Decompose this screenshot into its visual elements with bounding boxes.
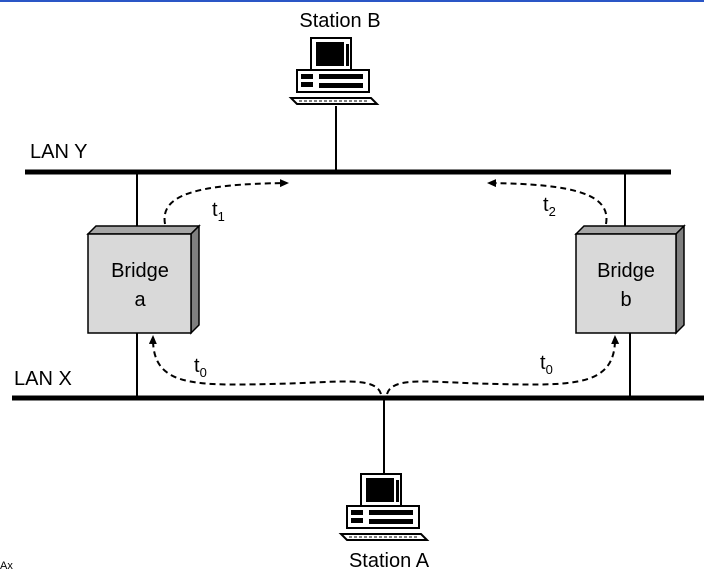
t0-label-left: t0 [194,355,207,380]
bridge-a-name: a [134,289,146,311]
t0-label-right: t0 [540,352,553,377]
t2-label: t2 [543,194,556,219]
lan-y-label: LAN Y [30,141,87,163]
station-b-label: Station B [299,10,380,32]
station-b-computer-icon [291,38,377,104]
station-a-computer-icon [341,474,427,540]
bridge-a-title: Bridge [111,260,169,282]
station-a-label: Station A [349,550,430,572]
bridge-b-title: Bridge [597,260,655,282]
bridge-b-name: b [620,289,631,311]
corner-caption: Ax [0,560,13,572]
t1-arrow [165,183,287,224]
t1-label: t1 [212,199,225,224]
lan-x-label: LAN X [14,368,72,390]
t0-arrow-to-bridge-b [387,337,615,394]
t0-arrow-to-bridge-a [153,337,381,394]
